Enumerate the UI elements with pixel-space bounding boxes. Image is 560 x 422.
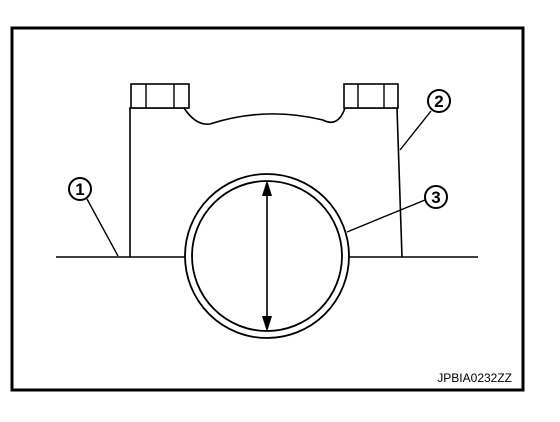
figure-code: JPBIA0232ZZ [437, 371, 512, 385]
callout-1: 1 [68, 177, 119, 257]
callout-2-label: 2 [434, 92, 443, 111]
callout-3: 3 [346, 185, 448, 233]
callout-3-label: 3 [431, 188, 440, 207]
callout-1-label: 1 [75, 180, 84, 199]
diagram-frame [10, 26, 525, 392]
diameter-measurement-arrow [262, 180, 272, 332]
left-bolt-head [130, 83, 190, 109]
bearing-cap-outline [129, 107, 403, 258]
callout-2: 2 [399, 89, 451, 151]
right-bolt-head [343, 83, 399, 109]
